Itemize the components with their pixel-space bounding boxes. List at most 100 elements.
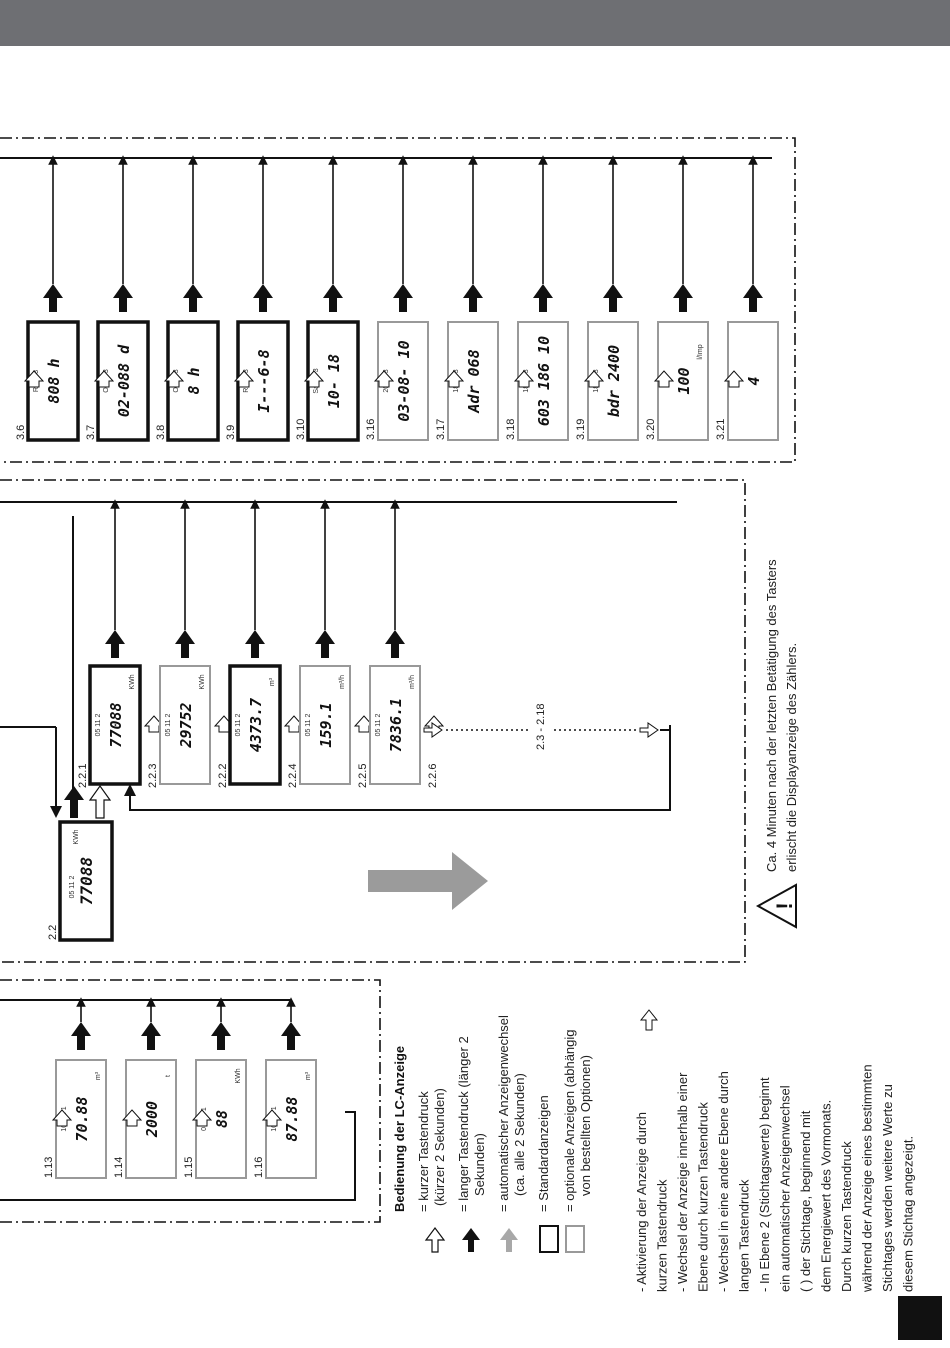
display-1-14: 20001t1.14 [113, 997, 177, 1179]
legend-notes: - Aktivierung der Anzeige durch kurzen Ta… [634, 1064, 916, 1293]
short-press-arrow [121, 1109, 143, 1127]
display-value: 77088 [107, 702, 125, 747]
legend-note: Ebene durch kurzen Tastendruck [696, 1102, 711, 1292]
legend-item: = langer Tastendruck (länger 2 [456, 1036, 471, 1212]
display-value: I---6-8 [255, 349, 273, 412]
display-label: 1.13 [43, 1157, 55, 1178]
display-label: 1.15 [183, 1157, 195, 1178]
page-marker [898, 1296, 942, 1340]
display-value: 808 h [45, 358, 63, 403]
display-value: 4 [745, 376, 763, 385]
legend-items: = kurzer Tastendruck(kürzer 2 Sekunden)=… [416, 1015, 593, 1212]
long-press-arrow [245, 630, 265, 658]
display-unit: m³ [95, 1071, 102, 1080]
short-press-arrow [51, 1109, 73, 1127]
display-2-2-label: 2.2 [47, 925, 59, 940]
display-unit: l/Imp [697, 344, 704, 359]
display-label: 3.21 [715, 419, 727, 440]
long-press-arrow [43, 284, 63, 312]
display-top-line: 05 11 2 [235, 713, 242, 736]
short-press-arrow [233, 370, 255, 388]
long-press-arrow [183, 284, 203, 312]
long-press-arrow [533, 284, 553, 312]
display-1-16: 87.8810_68 1m³1.16 [253, 997, 317, 1179]
level2-return-loop [124, 725, 671, 811]
legend-short-press-icon [424, 1227, 446, 1253]
display-2-2: 77088 05 11 2 KWh 2.2 [47, 820, 114, 942]
short-press-arrow [443, 370, 465, 388]
display-label: 3.6 [15, 425, 27, 440]
display-label: 3.19 [575, 419, 587, 440]
warning-line-1: Ca. 4 Minuten nach der letzten Betätigun… [764, 559, 779, 872]
legend-title: Bedienung der LC-Anzeige [392, 1046, 407, 1212]
display-label: 3.9 [225, 425, 237, 440]
long-press-arrow [175, 630, 195, 658]
legend-item: Sekunden) [472, 1133, 487, 1196]
legend-note: diesem Stichtag angezeigt. [901, 1136, 916, 1292]
warning-icon: ! [755, 883, 797, 929]
display-value: 159.1 [317, 702, 335, 747]
display-label: 2.2.4 [287, 764, 299, 788]
display-label: 3.20 [645, 419, 657, 440]
legend-note: ein automatischer Anzeigenwechsel [778, 1085, 793, 1292]
short-press-arrow [261, 1109, 283, 1127]
display-label: 2.2.3 [147, 764, 159, 788]
legend-note: Stichtages werden weitere Werte zu [880, 1084, 895, 1292]
legend-note: langen Tastendruck [737, 1179, 752, 1292]
display-label: 3.17 [435, 419, 447, 440]
level3-displays: 808 hRL t1 33.602-088 dOP t1 33.78 hOF t… [15, 155, 779, 442]
legend-auto-icon [500, 1228, 518, 1252]
legend-item: = optionale Anzeigen (abhängig [562, 1029, 577, 1212]
legend-note: - Aktivierung der Anzeige durch [634, 1112, 649, 1292]
display-1-13: 70.8810_68 1m³1.13 [43, 997, 107, 1179]
display-top-line: 05 11 2 [305, 713, 312, 736]
display-2-2-value: 77088 [77, 857, 96, 905]
short-press-arrow [513, 370, 535, 388]
display-unit: m³/h [339, 675, 346, 689]
display-value: 03-08- 10 [395, 340, 413, 421]
display-label: 2.2.2 [217, 764, 229, 788]
long-press-arrow [385, 630, 405, 658]
display-label: 3.18 [505, 419, 517, 440]
frame-level-3 [0, 137, 796, 463]
display-value: 7836.1 [387, 698, 405, 752]
short-press-arrow [93, 370, 115, 388]
display-top-line: 05 11 2 [375, 713, 382, 736]
display-1-15: 8808 Th 1KWh1.15 [183, 997, 247, 1179]
long-press-arrow [393, 284, 413, 312]
warning-line-2: erlischt die Displayanzeige des Zählers. [784, 643, 799, 872]
long-press-arrow [141, 1022, 161, 1050]
svg-text:!: ! [772, 902, 797, 909]
display-value: bdr 2400 [605, 345, 623, 417]
legend-note: - In Ebene 2 (Stichtagswerte) beginnt [757, 1077, 772, 1292]
legend-note: kurzen Tastendruck [655, 1179, 670, 1292]
display-value: 87.88 [283, 1096, 301, 1141]
display-value: 29752 [177, 702, 195, 748]
long-press-arrow [673, 284, 693, 312]
display-top-line: 05 11 2 [165, 713, 172, 736]
legend-optional-box [565, 1225, 585, 1253]
legend-note: Durch kurzen Tastendruck [839, 1141, 854, 1292]
automatic-change-arrow [368, 852, 488, 910]
display-unit: m³ [269, 677, 276, 686]
display-unit: KWh [199, 674, 206, 689]
short-press-arrow-2-2 [88, 784, 112, 819]
display-unit: t [165, 1075, 172, 1077]
header-bar [0, 0, 950, 46]
notes-short-press-icon [639, 1009, 659, 1031]
display-3-10: 10- 18Sa FE 33.10 [295, 155, 360, 442]
long-press-arrow [71, 1022, 91, 1050]
long-press-arrow [323, 284, 343, 312]
short-press-arrow [723, 370, 745, 388]
long-press-arrow [315, 630, 335, 658]
display-unit: m³ [305, 1071, 312, 1080]
display-2-2-4: 159.1 05 11 2 m³/h 2.2.4 [287, 499, 375, 788]
long-press-arrow [253, 284, 273, 312]
long-press-arrow [211, 1022, 231, 1050]
display-label: 1.16 [253, 1157, 265, 1178]
display-label: 2.2.1 [77, 764, 89, 788]
legend-item: = automatischer Anzeigenwechsel [496, 1015, 511, 1212]
display-label: 3.10 [295, 419, 307, 440]
